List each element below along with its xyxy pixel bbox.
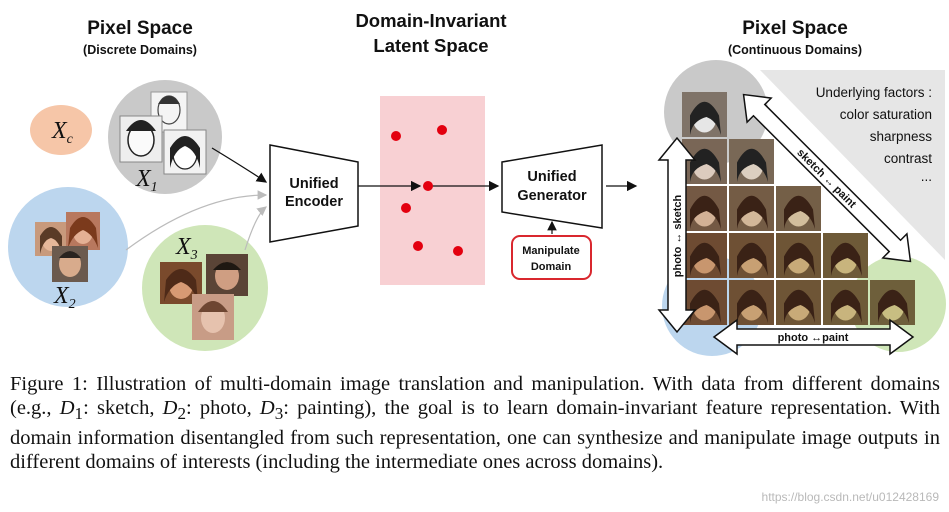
manipulate-label-2: Domain	[531, 261, 572, 273]
factors-triangle	[760, 70, 945, 260]
grid-face-hair	[831, 242, 862, 276]
arrow-photo-sketch	[657, 136, 697, 334]
unified-generator	[501, 144, 603, 229]
generator-label-1: Unified	[527, 169, 576, 185]
grid-face-hair	[784, 242, 815, 276]
manipulate-domain-box	[511, 235, 592, 280]
grid-face-hair	[690, 289, 721, 323]
grid-face-hair	[784, 195, 815, 229]
grid-face-hair	[831, 289, 862, 323]
grid-face-hair	[784, 289, 815, 323]
domain-c-blob	[30, 105, 92, 155]
latent-point	[453, 246, 463, 256]
domain-1-symbol: X1	[135, 166, 158, 195]
latent-point	[437, 125, 447, 135]
factor-sharpness: sharpness	[870, 129, 933, 144]
latent-space-box	[380, 96, 485, 285]
unified-encoder	[269, 144, 359, 243]
caption-d1-text: : sketch,	[83, 397, 163, 419]
factor-contrast: contrast	[884, 151, 932, 166]
grid-face-hair	[737, 195, 768, 229]
caption-d3-sub: 3	[274, 404, 284, 424]
latent-point	[401, 203, 411, 213]
grid-face-hair	[878, 289, 909, 323]
domain-3-symbol: X3	[175, 234, 198, 263]
caption-d2-sub: 2	[177, 404, 187, 424]
grid-face-hair	[737, 148, 768, 182]
left-subtitle: (Discrete Domains)	[83, 43, 197, 57]
caption-d1: D	[59, 397, 75, 419]
latent-point	[423, 181, 433, 191]
domain-2-symbol: X2	[53, 283, 76, 312]
painting-face-images	[160, 254, 248, 340]
face-interpolation-grid	[682, 92, 915, 325]
figure-caption: Figure 1: Illustration of multi-domain i…	[10, 372, 940, 474]
grid-face-hair	[690, 148, 721, 182]
latent-point	[413, 241, 423, 251]
generator-label-2: Generator	[517, 188, 587, 204]
grid-face-hair	[737, 289, 768, 323]
manipulate-label-1: Manipulate	[522, 245, 579, 257]
latent-title-2: Latent Space	[373, 35, 488, 56]
right-subtitle: (Continuous Domains)	[728, 43, 862, 57]
label-photo-paint: photo ↔paint	[778, 332, 849, 344]
arrow-photo-paint	[712, 318, 915, 356]
arrow-sketch-paint-shape	[742, 93, 912, 263]
grid-face-hair	[690, 101, 721, 135]
caption-label: Figure 1:	[10, 373, 88, 395]
encoder-label-1: Unified	[289, 176, 338, 192]
latent-points	[391, 125, 463, 256]
arrow-domain2-to-encoder	[125, 190, 268, 251]
domain-c-symbol: Xc	[51, 118, 74, 147]
caption-d3: D	[259, 397, 275, 419]
multi-domain-diagram: Pixel Space (Discrete Domains) Xc X1 X2	[8, 10, 946, 356]
arrow-domain1-to-encoder	[211, 147, 268, 183]
caption-d1-sub: 1	[74, 404, 84, 424]
arrow-domain3-to-encoder	[244, 206, 267, 251]
factor-color-saturation: color saturation	[840, 107, 932, 122]
grid-face-hair	[690, 195, 721, 229]
watermark-url: https://blog.csdn.net/u012428169	[761, 490, 939, 504]
caption-text-b: : painting), the goal is to learn domain…	[10, 397, 940, 474]
label-photo-sketch: photo ↔ sketch	[672, 194, 684, 277]
factor-ellipsis: ...	[921, 169, 932, 184]
caption-d2-text: : photo,	[186, 397, 260, 419]
latent-title-1: Domain-Invariant	[355, 10, 506, 31]
grid-face-hair	[690, 242, 721, 276]
right-title: Pixel Space	[742, 18, 848, 39]
latent-point	[391, 131, 401, 141]
grid-face-hair	[737, 242, 768, 276]
caption-d2: D	[162, 397, 178, 419]
photo-face-images	[35, 212, 100, 282]
caption-text-a: Illustration of multi-domain image trans…	[10, 373, 941, 419]
encoder-label-2: Encoder	[285, 194, 343, 210]
factors-title: Underlying factors :	[816, 85, 932, 100]
sketch-face-images	[119, 91, 207, 175]
left-title: Pixel Space	[87, 18, 193, 39]
